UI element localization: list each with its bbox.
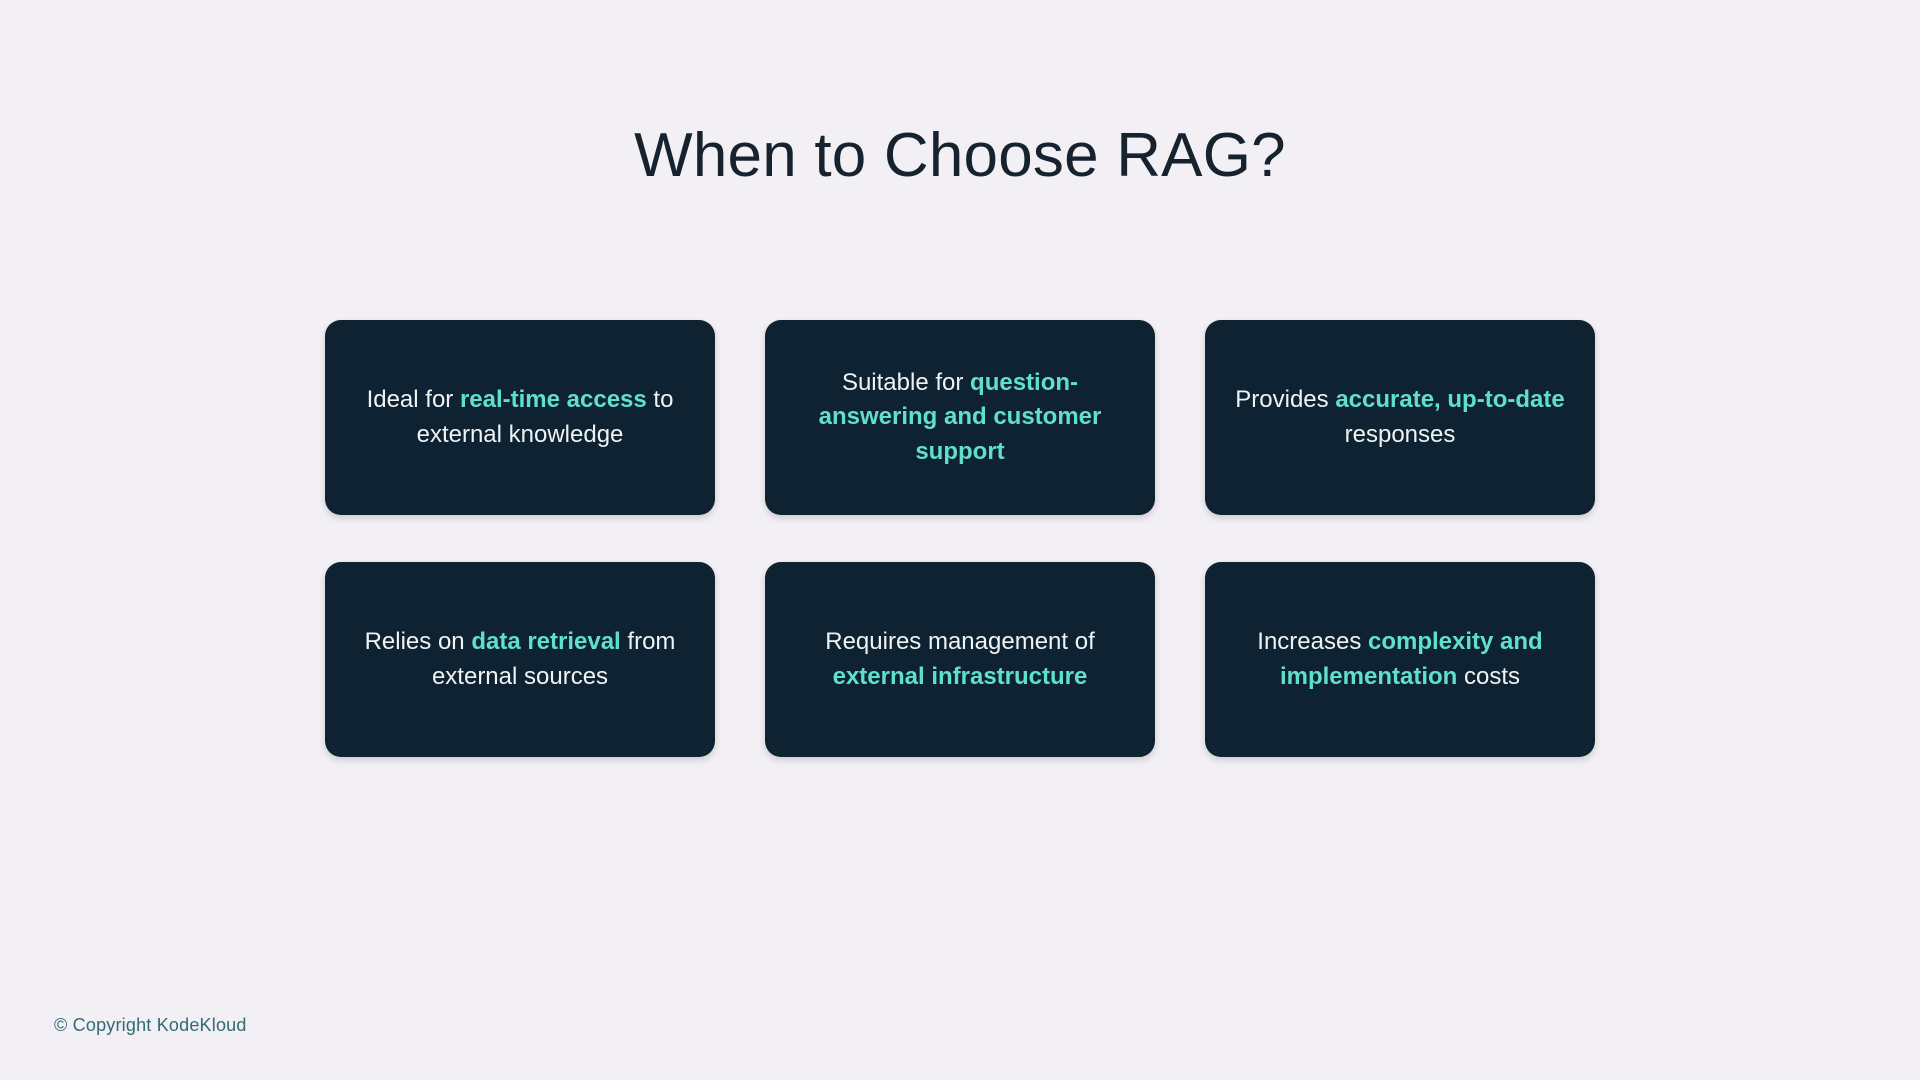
feature-card-text: Increases complexity and implementation …: [1231, 625, 1569, 693]
feature-card-question-answering: Suitable for question-answering and cust…: [765, 320, 1155, 515]
feature-card-text: Relies on data retrieval from external s…: [351, 625, 689, 693]
plain-phrase: to external knowledge: [416, 386, 674, 448]
plain-phrase: costs: [1457, 662, 1521, 690]
highlight-phrase: accurate, up-to-date: [1335, 386, 1565, 414]
plain-phrase: Relies on: [364, 628, 472, 656]
plain-phrase: Ideal for: [366, 386, 460, 414]
highlight-phrase: real-time access: [459, 386, 647, 414]
footer-copyright: © Copyright KodeKloud: [54, 1015, 247, 1035]
card-grid: Ideal for real-time access to external k…: [325, 320, 1595, 757]
feature-card-accurate-up-to-date: Provides accurate, up-to-date responses: [1205, 320, 1595, 515]
feature-card-external-infrastructure: Requires management of external infrastr…: [765, 562, 1155, 757]
feature-card-real-time-access: Ideal for real-time access to external k…: [325, 320, 715, 515]
plain-phrase: responses: [1344, 420, 1456, 448]
feature-card-text: Suitable for question-answering and cust…: [791, 366, 1129, 468]
highlight-phrase: complexity and implementation: [1279, 628, 1543, 690]
plain-phrase: Provides: [1235, 386, 1336, 414]
plain-phrase: Increases: [1257, 628, 1368, 656]
highlight-phrase: external infrastructure: [832, 662, 1088, 690]
plain-phrase: Requires management of: [825, 628, 1095, 656]
feature-card-text: Ideal for real-time access to external k…: [351, 383, 689, 451]
feature-card-text: Requires management of external infrastr…: [791, 625, 1129, 693]
highlight-phrase: question-answering and customer support: [818, 369, 1102, 465]
plain-phrase: Suitable for: [841, 369, 971, 397]
plain-phrase: from external sources: [431, 628, 676, 690]
feature-card-text: Provides accurate, up-to-date responses: [1231, 383, 1569, 451]
page-title: When to Choose RAG?: [634, 120, 1286, 190]
feature-card-complexity-cost: Increases complexity and implementation …: [1205, 562, 1595, 757]
feature-card-data-retrieval: Relies on data retrieval from external s…: [325, 562, 715, 757]
highlight-phrase: data retrieval: [471, 628, 621, 656]
